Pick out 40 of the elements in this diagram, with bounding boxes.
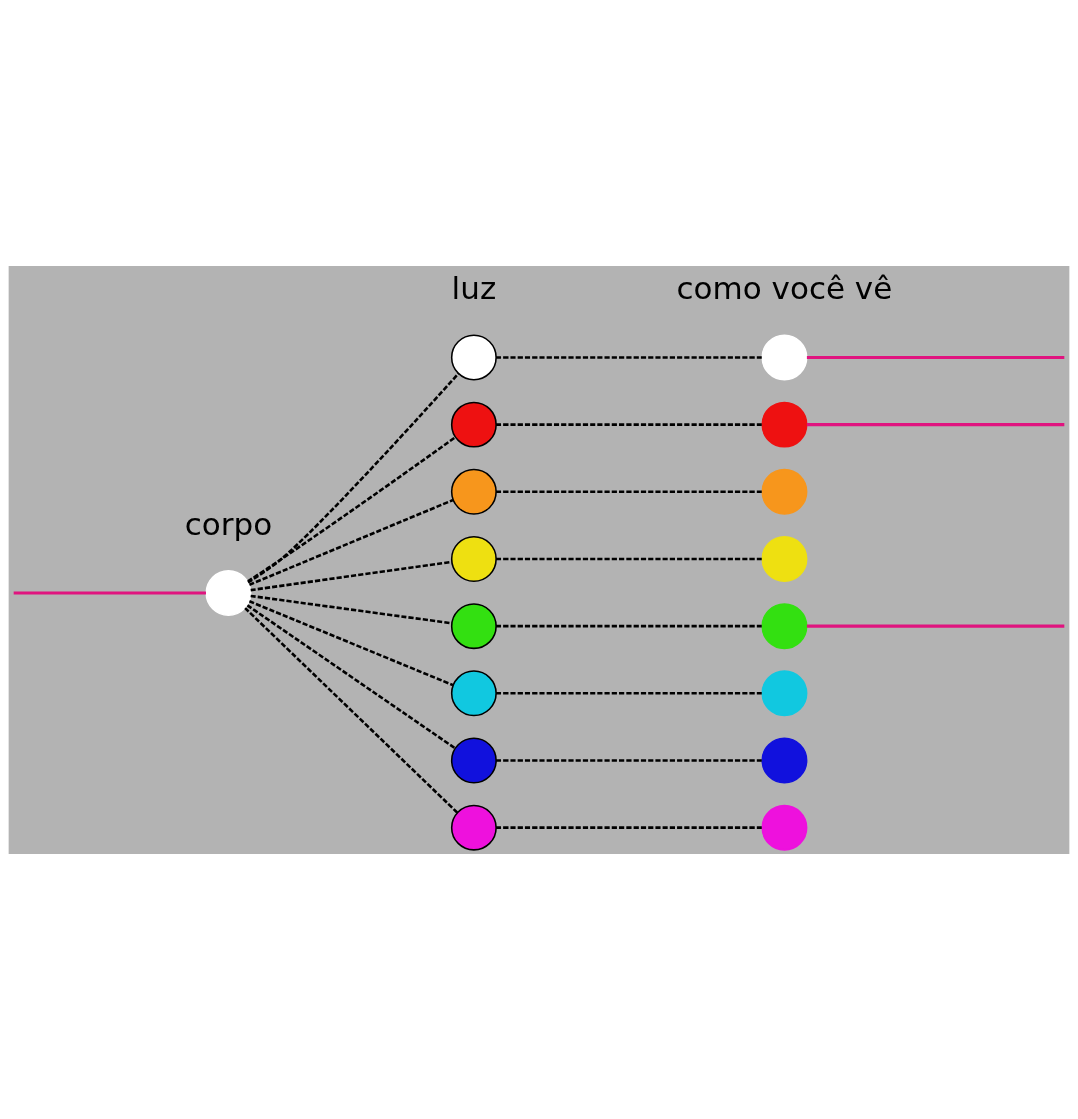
connector bbox=[496, 825, 763, 829]
connector bbox=[246, 603, 456, 749]
node-circle bbox=[761, 535, 808, 582]
node-circle bbox=[450, 333, 497, 380]
node-circle bbox=[450, 669, 497, 716]
connector bbox=[250, 560, 452, 591]
connector bbox=[496, 758, 763, 762]
node-circle bbox=[761, 401, 808, 448]
connector bbox=[244, 606, 459, 814]
connector bbox=[250, 594, 452, 624]
node-circle bbox=[205, 569, 252, 616]
connector bbox=[806, 355, 1065, 359]
node-circle bbox=[450, 401, 497, 448]
node-circle bbox=[450, 737, 497, 783]
connector bbox=[247, 435, 457, 582]
label: corpo bbox=[184, 505, 273, 542]
node-circle bbox=[761, 602, 808, 649]
connector bbox=[496, 422, 763, 426]
node-circle bbox=[761, 468, 808, 515]
connector bbox=[13, 591, 206, 595]
node-circle bbox=[450, 535, 497, 582]
connector bbox=[496, 490, 763, 493]
label: como você vê bbox=[676, 269, 893, 306]
node-circle bbox=[450, 468, 497, 515]
node-circle bbox=[761, 333, 808, 380]
node-circle bbox=[450, 804, 497, 851]
connector bbox=[496, 691, 763, 695]
label: luz bbox=[451, 269, 497, 306]
connector bbox=[496, 355, 763, 359]
connector bbox=[247, 372, 460, 583]
node-circle bbox=[761, 669, 808, 716]
connector bbox=[496, 624, 763, 627]
connector bbox=[248, 599, 454, 686]
connector bbox=[806, 422, 1065, 426]
node-circle bbox=[761, 737, 808, 783]
connector bbox=[248, 498, 454, 586]
connector bbox=[496, 557, 763, 560]
node-circle bbox=[761, 804, 808, 851]
node-circle bbox=[450, 602, 497, 649]
connector bbox=[806, 624, 1065, 628]
